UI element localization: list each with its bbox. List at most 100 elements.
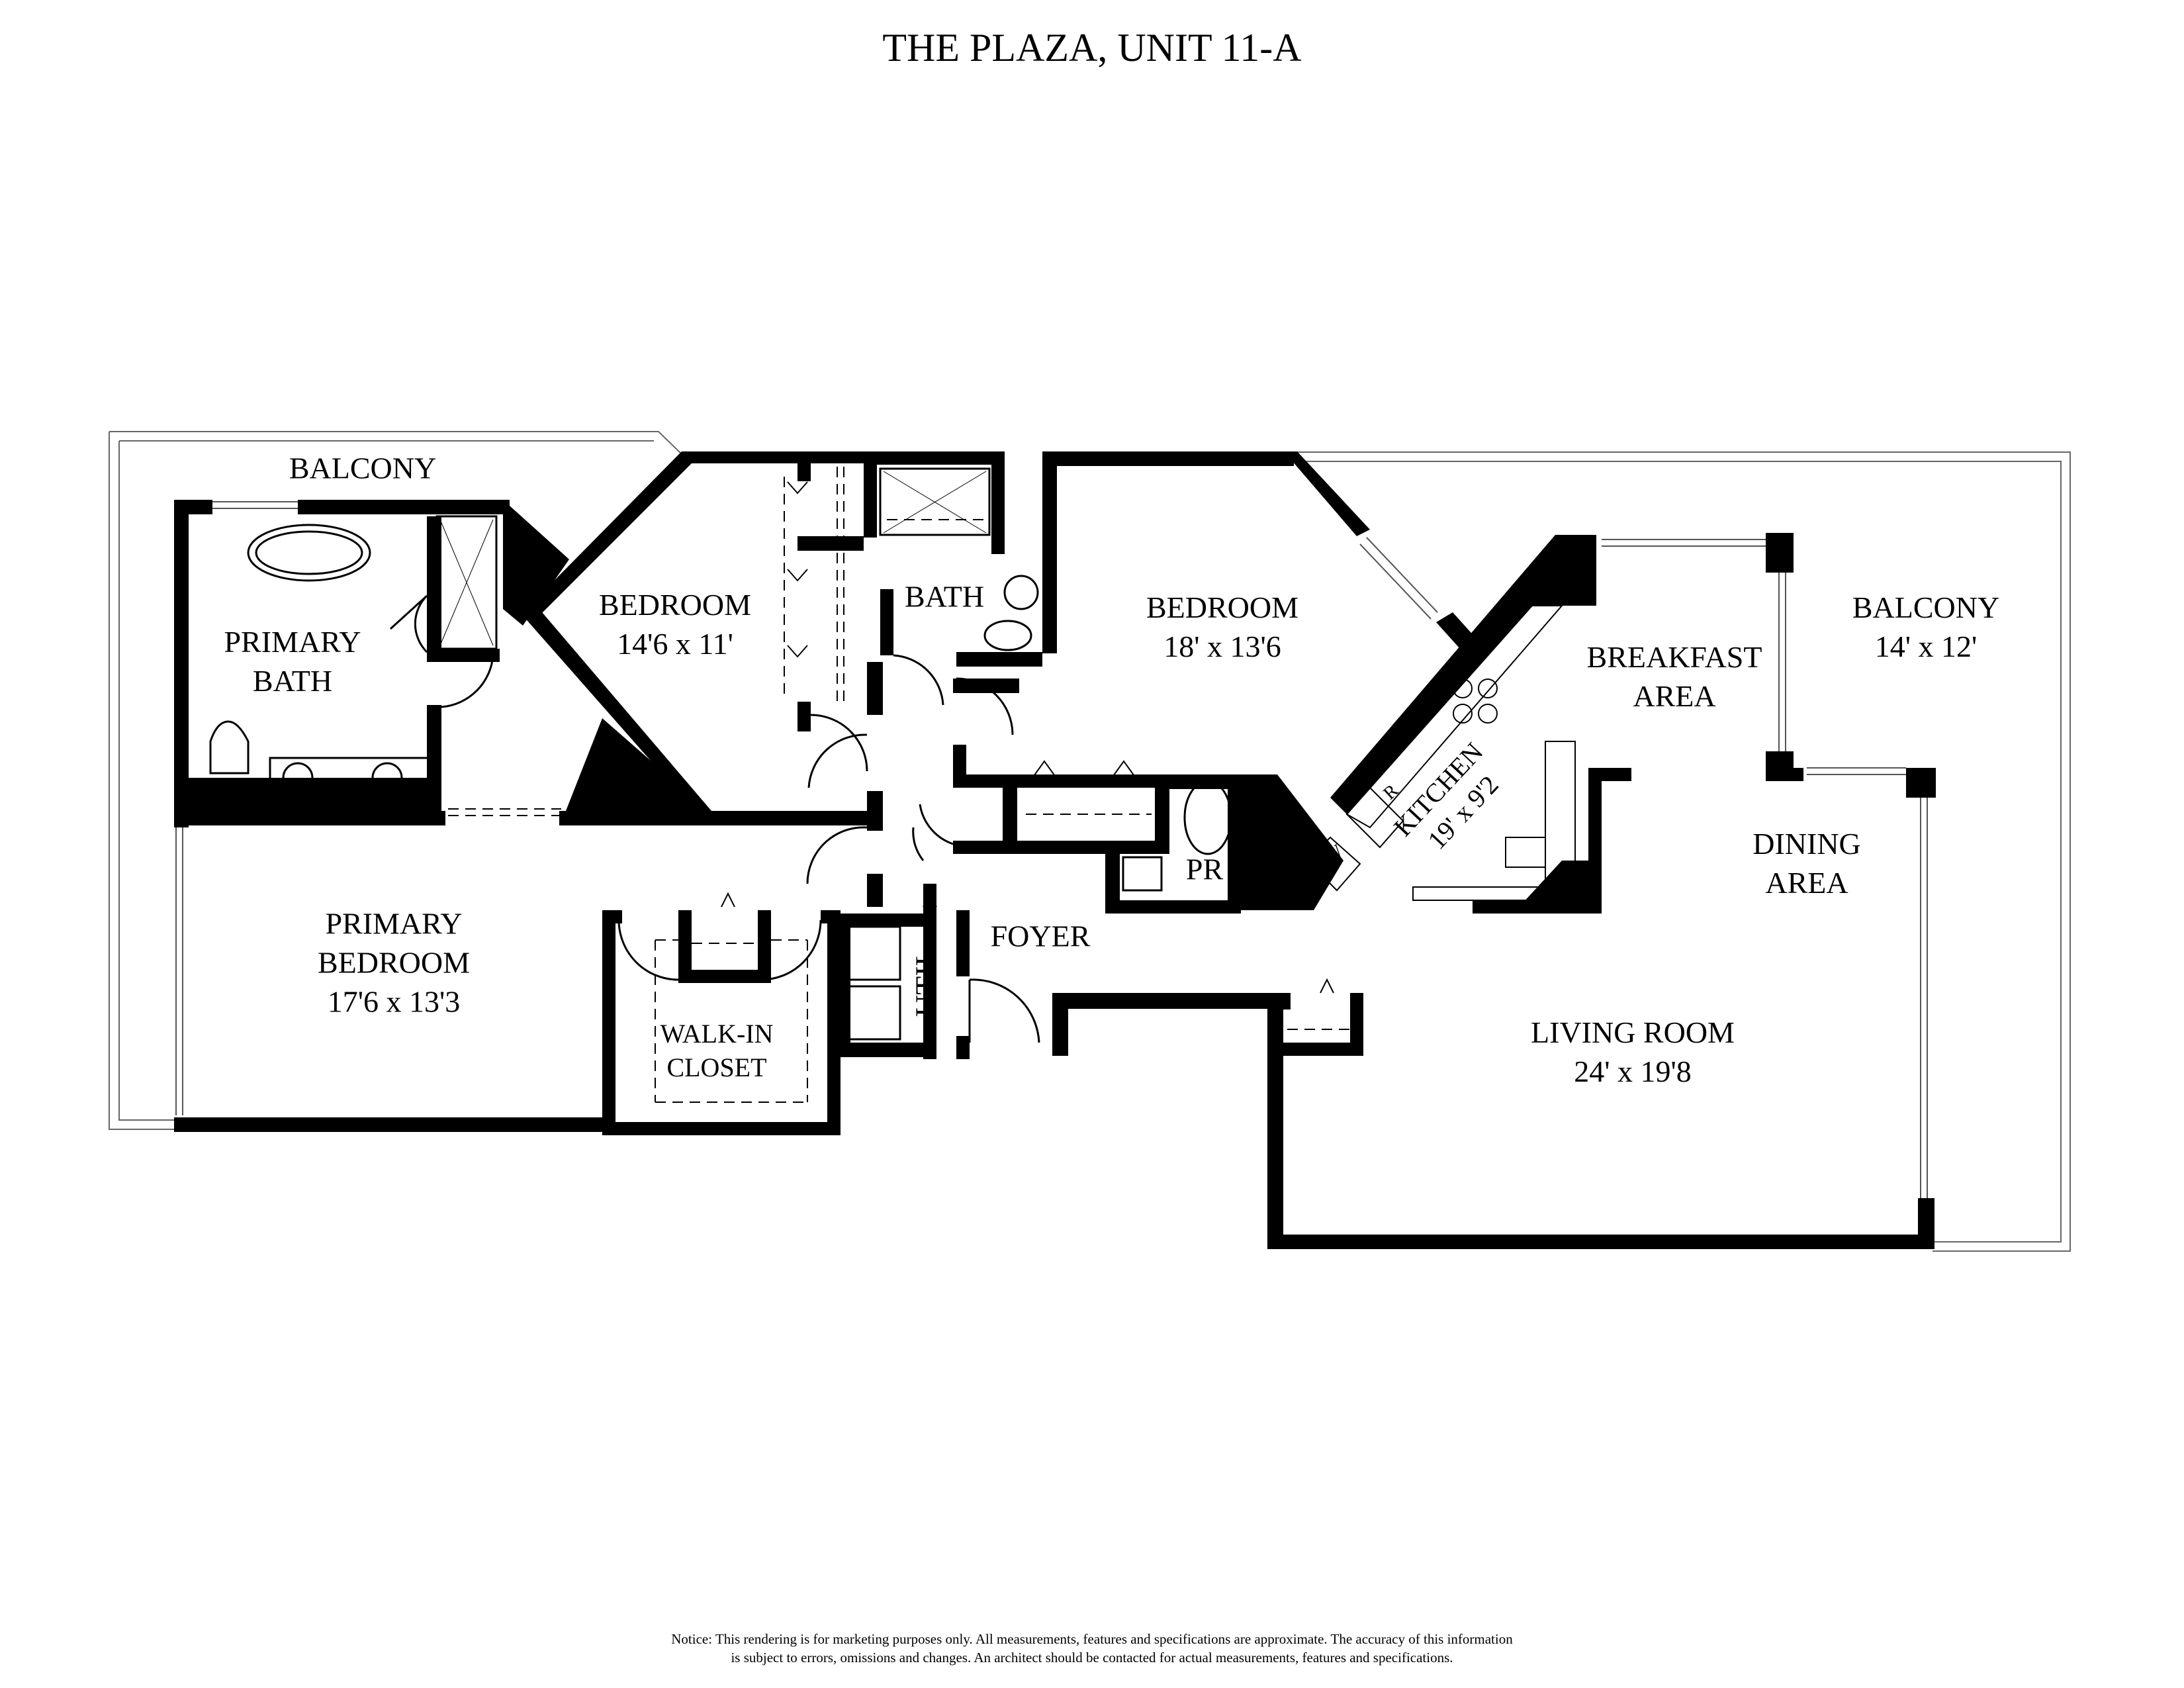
shower-bath <box>879 467 991 536</box>
sink-pr-icon <box>1122 856 1163 892</box>
walls <box>174 451 1936 1249</box>
notice-line-2: is subject to errors, omissions and chan… <box>731 1650 1453 1666</box>
wall-closet-divider-west <box>682 910 692 920</box>
sink-right-icon <box>371 762 403 794</box>
toilet-icon <box>209 720 250 774</box>
room-label-bath: BATH <box>905 578 984 617</box>
room-name: BEDROOM <box>1146 590 1299 625</box>
room-name: LIVING ROOM <box>1531 1015 1735 1050</box>
room-name-line2: AREA <box>1765 866 1848 900</box>
window-living-east <box>1920 794 1928 1198</box>
wall-primary-bath-west <box>174 500 189 818</box>
dashed-lines <box>448 467 1350 1103</box>
wall-bedroom3-closet-ne <box>953 679 1019 693</box>
closet-hanger-icons <box>721 481 1334 994</box>
wall-closet-inner <box>678 910 771 983</box>
wall-closet-nw-2 <box>602 910 622 923</box>
room-label-powder-room: PR <box>1186 851 1223 890</box>
room-name: UTIL. <box>909 939 943 1017</box>
refrigerator-box <box>1345 786 1404 849</box>
wall-living-east <box>1918 768 1934 784</box>
wall-bedroom3-north <box>1042 451 1294 466</box>
wall-living-stub-north <box>1277 993 1291 1009</box>
wall-kitchen-diagonal <box>1330 535 1596 814</box>
wall-closet-south <box>1003 841 1168 854</box>
wall-triangle-south <box>566 718 708 811</box>
wall-primary-bedroom-west <box>174 811 189 827</box>
notice-line-1: Notice: This rendering is for marketing … <box>671 1631 1513 1647</box>
wall-bedroom3-west <box>1042 451 1057 653</box>
wall-closet-ne <box>821 910 841 923</box>
room-label-balcony-west: BALCONY <box>289 449 436 489</box>
room-label-primary-bedroom: PRIMARY BEDROOM 17'6 x 13'3 <box>318 905 470 1022</box>
room-label-living-room: LIVING ROOM 24' x 19'8 <box>1531 1013 1735 1092</box>
room-name-line2: BEDROOM <box>317 945 471 980</box>
room-size: 14'6 x 11' <box>617 627 733 661</box>
wall-breakfast-ne <box>1766 533 1794 573</box>
wall-pr-south <box>1105 900 1241 914</box>
fixtures <box>209 467 1576 1103</box>
room-size: 14' x 12' <box>1874 630 1978 663</box>
wall-triangle-north <box>503 500 569 626</box>
wall-closet-south <box>602 1122 841 1135</box>
oven-box <box>1306 836 1361 892</box>
room-name: BALCONY <box>1852 590 2000 625</box>
room-size: 18' x 13'6 <box>1163 630 1281 663</box>
room-label-foyer: FOYER <box>991 917 1091 957</box>
shower-primary <box>435 515 498 650</box>
wall-bath-inner-west <box>880 589 893 655</box>
wall-utility-north <box>837 914 933 927</box>
page-title: THE PLAZA, UNIT 11-A <box>882 26 1302 70</box>
room-name-line1: BREAKFAST <box>1586 640 1762 675</box>
toilet-bath-icon <box>1003 575 1039 610</box>
wall-kitchen-peninsula <box>1473 768 1631 914</box>
cooktop-burner-2 <box>1478 679 1498 698</box>
wall-primary-bedroom-north <box>174 811 445 825</box>
wall-bedroom2-northwest <box>523 451 692 622</box>
window-dining <box>1807 767 1906 775</box>
room-size: 17'6 x 13'3 <box>327 984 461 1019</box>
wall-bedroom3-closet-east <box>1003 788 1017 851</box>
wall-kitchen-ov <box>1304 844 1337 880</box>
door-utility <box>912 827 925 861</box>
wall-closet-s-east <box>1155 788 1169 854</box>
balcony-outlines <box>109 431 2071 1252</box>
room-label-breakfast-area: BREAKFAST AREA <box>1587 638 1762 716</box>
door-pr <box>919 804 954 845</box>
door-bedroom3 <box>956 677 1014 735</box>
window-breakfast-east <box>1778 563 1786 761</box>
wall-utility-west <box>837 914 850 1056</box>
room-name-line1: WALK-IN <box>660 1018 774 1049</box>
wall-foyer-entry <box>956 1036 970 1059</box>
room-name: BALCONY <box>289 451 437 485</box>
wall-bedroom2-closet-s <box>797 702 811 731</box>
kitchen-sink-icon <box>1505 837 1546 868</box>
room-name-line1: PRIMARY <box>325 906 463 941</box>
windows <box>175 459 1928 1198</box>
wall-bath-west <box>864 451 877 538</box>
wall-closet-nw <box>427 649 500 662</box>
door-entry <box>968 978 1040 1043</box>
room-label-balcony-east: BALCONY 14' x 12' <box>1852 588 1999 667</box>
disclaimer-notice: Notice: This rendering is for marketing … <box>0 1630 2184 1667</box>
room-name: PR <box>1185 852 1224 886</box>
sink-left-icon <box>282 762 314 794</box>
wall-closet-west <box>602 910 615 1132</box>
room-name: FOYER <box>990 919 1091 953</box>
room-label-utility: UTIL. <box>907 940 946 1017</box>
room-label-walk-in-closet: WALK-IN CLOSET <box>660 1017 773 1084</box>
window-breakfast <box>1602 539 1766 547</box>
wall-living-south <box>1267 1235 1934 1249</box>
room-label-bedroom-2: BEDROOM 14'6 x 11' <box>599 586 751 664</box>
wall-primary-bedroom-north-2 <box>559 811 874 825</box>
shower-cross <box>439 519 494 646</box>
kitchen-counter <box>1306 605 1576 901</box>
wall-primary-bath-north-2 <box>298 500 510 514</box>
wall-foyer-west-stub <box>867 874 883 907</box>
wall-living-stub-east <box>1350 993 1363 1056</box>
room-name-line2: AREA <box>1633 679 1716 713</box>
cooktop-burner-1 <box>1453 679 1473 698</box>
door-bath <box>893 654 944 706</box>
